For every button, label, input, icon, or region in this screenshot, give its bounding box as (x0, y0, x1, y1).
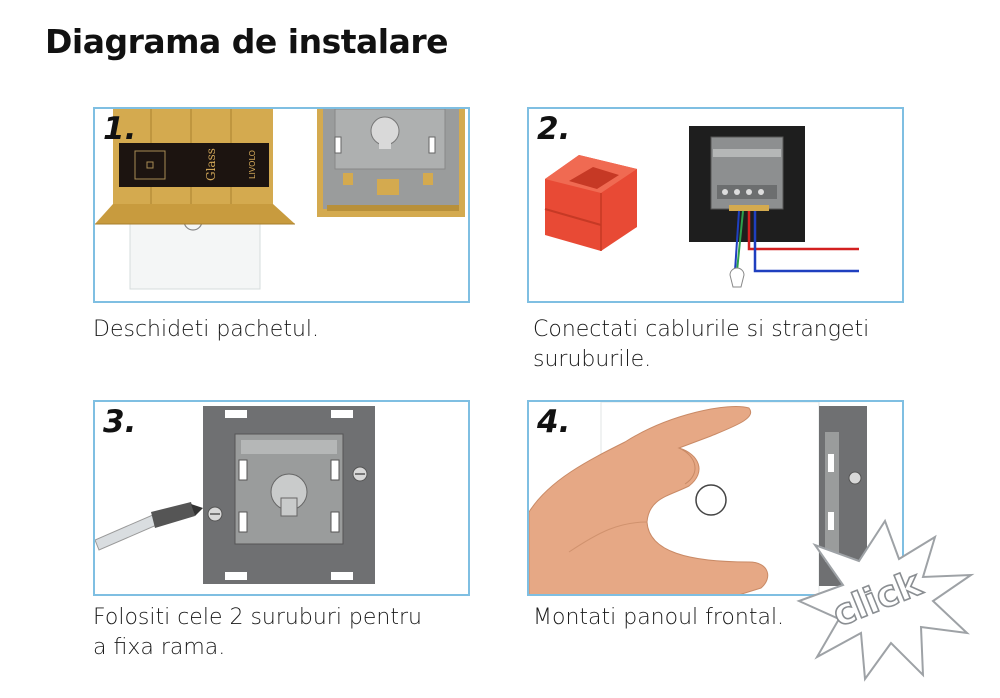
step-1-panel: 1. LIVOLO Glass (93, 107, 470, 303)
step-2-number: 2. (537, 111, 571, 147)
step-3-number: 3. (103, 404, 137, 440)
step-2-caption: Conectati cablurile si strangeti surubur… (533, 315, 869, 375)
step-1-caption-line-1: Deschideti pachetul. (93, 317, 320, 342)
step-4-caption-line-1: Montati panoul frontal. (533, 605, 785, 630)
package-label-text: Glass (204, 148, 218, 181)
step-1-illustration: LIVOLO Glass (95, 109, 465, 290)
step-3-illustration (95, 406, 375, 584)
step-3-caption-line-1: Folositi cele 2 suruburi pentru (93, 605, 422, 630)
step-2-panel: 2. (527, 107, 904, 303)
step-1-caption: Deschideti pachetul. (93, 315, 319, 345)
step-3-caption: Folositi cele 2 suruburi pentru a fixa r… (93, 603, 422, 663)
package-brand-text: LIVOLO (248, 150, 257, 179)
step-2-caption-line-2: suruburile. (533, 347, 652, 372)
step-3-panel: 3. (93, 400, 470, 596)
step-2-illustration (544, 126, 859, 288)
page-title: Diagrama de instalare (45, 22, 449, 61)
click-burst: click (796, 518, 975, 682)
step-3-caption-line-2: a fixa rama. (93, 635, 226, 660)
step-1-number: 1. (103, 111, 137, 147)
step-4-number: 4. (537, 404, 571, 440)
step-4-caption: Montati panoul frontal. (533, 603, 784, 633)
step-2-caption-line-1: Conectati cablurile si strangeti (533, 317, 870, 342)
step-4-illustration (529, 402, 867, 594)
